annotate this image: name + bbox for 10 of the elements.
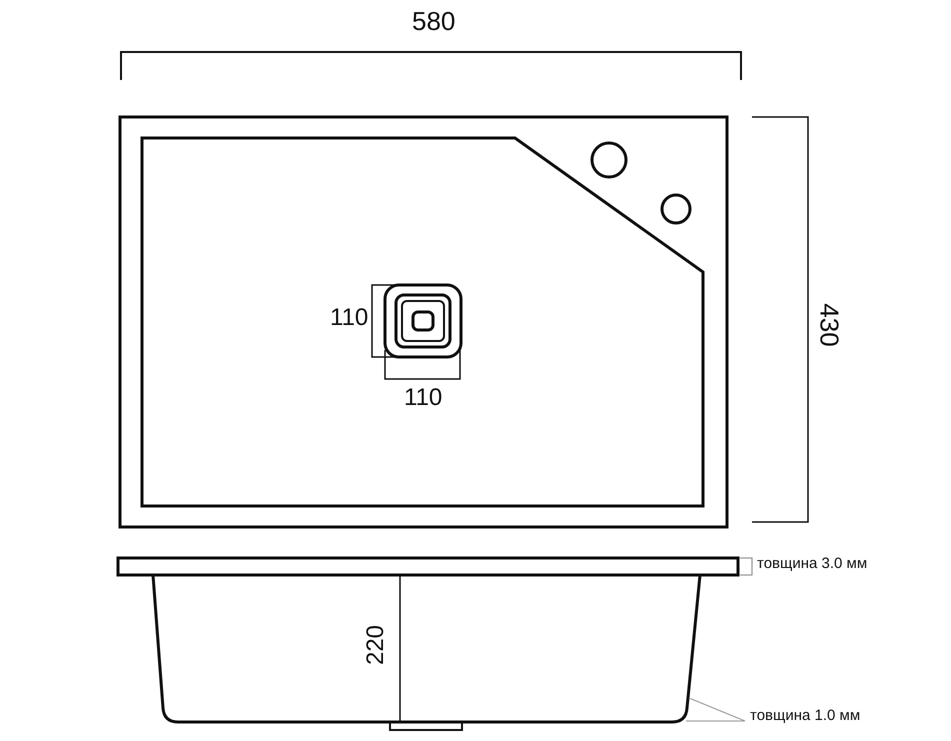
dimension-label: 110 <box>404 386 442 410</box>
dimension-label: 580 <box>412 8 456 34</box>
leader-line <box>686 720 746 722</box>
leader-line <box>688 698 746 722</box>
thickness-note: товщина 3.0 мм <box>757 556 868 571</box>
thickness-note: товщина 1.0 мм <box>750 708 860 723</box>
sink-bowl-wall <box>152 574 702 724</box>
dimension-label: 110 <box>330 306 368 330</box>
dimension-label: 430 <box>816 303 843 347</box>
dimension-label: 220 <box>364 624 388 666</box>
